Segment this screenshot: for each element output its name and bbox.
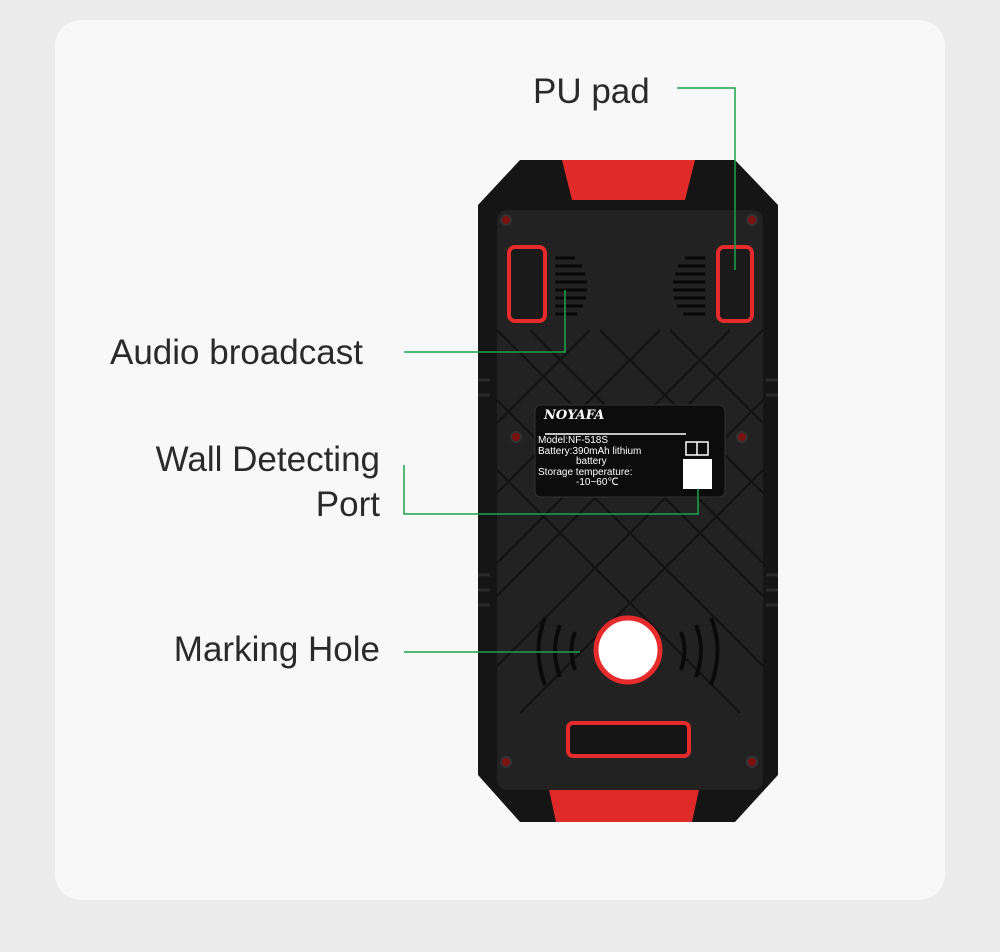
- pu-pad-left: [507, 245, 547, 323]
- leader-audio: [404, 290, 566, 353]
- marking-hole: [593, 615, 663, 685]
- label-plate: [534, 404, 726, 498]
- leader-lines: [403, 87, 736, 653]
- callout-wall-detecting-port-1: Wall Detecting: [155, 440, 380, 479]
- manual-book-icon: [685, 441, 709, 456]
- bottom-slot: [566, 721, 691, 758]
- leader-wall-port: [403, 465, 699, 515]
- speaker-grille-right: [673, 256, 705, 316]
- battery-text: Battery:390mAh lithium: [538, 445, 642, 457]
- speaker-grille-left: [555, 256, 587, 316]
- brand-logo: NOYAFA: [544, 408, 605, 423]
- callout-pu-pad: PU pad: [533, 72, 650, 111]
- callout-audio-broadcast: Audio broadcast: [110, 333, 363, 372]
- callout-wall-detecting-port-2: Port: [315, 485, 380, 524]
- marking-arcs: [536, 617, 720, 686]
- model-text: Model:NF-518S: [538, 435, 609, 446]
- storage-range: -10~60℃: [576, 477, 619, 488]
- wall-detecting-port: [683, 459, 712, 489]
- bottom-bumper: [548, 785, 700, 822]
- side-grip: [478, 378, 778, 607]
- callout-marking-hole: Marking Hole: [173, 630, 380, 669]
- screws: [500, 214, 758, 768]
- label-plate-text: NOYAFA Model:NF-518S Battery:390mAh lith…: [538, 407, 723, 495]
- inner-panel: [497, 210, 763, 790]
- top-bumper: [562, 160, 695, 200]
- storage-text: Storage temperature:: [538, 466, 633, 478]
- battery-text-cont: battery: [576, 456, 607, 467]
- leader-pu-pad: [677, 87, 736, 270]
